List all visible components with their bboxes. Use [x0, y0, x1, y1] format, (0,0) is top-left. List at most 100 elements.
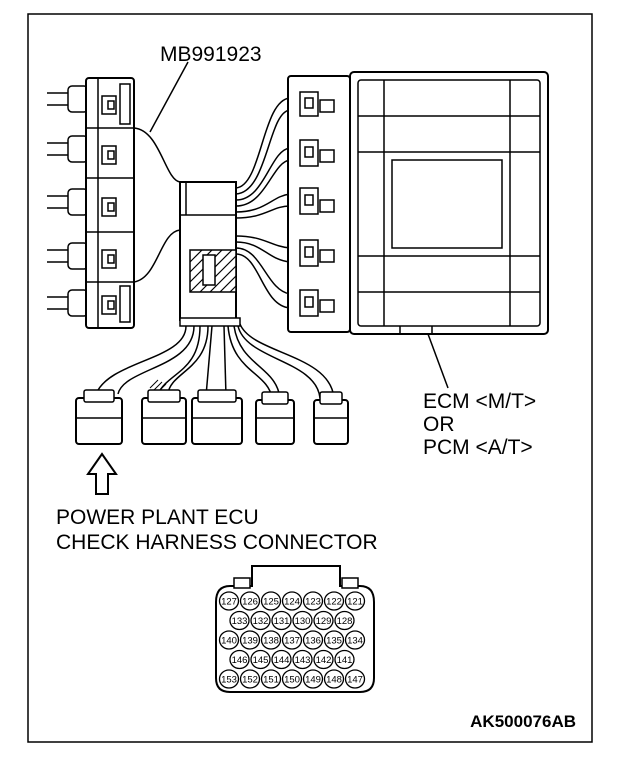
connector-pin: 126 — [239, 591, 261, 611]
connector-pin-circle — [281, 591, 303, 611]
check-connector-5 — [313, 391, 349, 445]
connector-pin: 134 — [344, 630, 366, 650]
connector-pin-number: 130 — [295, 616, 311, 627]
connector-pin-number: 123 — [305, 597, 321, 608]
connector-pin: 125 — [260, 591, 282, 611]
connector-pin: 145 — [250, 649, 271, 670]
connector-pin-circle — [344, 591, 366, 611]
ecm-label-line1: ECM <M/T> — [423, 390, 536, 413]
connector-pin-circle — [218, 669, 240, 689]
connector-pin: 128 — [334, 610, 355, 631]
connector-pin-number: 147 — [347, 675, 363, 686]
connector-pin-number: 134 — [347, 636, 363, 647]
connector-pin: 129 — [313, 610, 334, 631]
connector-pin-number: 122 — [326, 597, 342, 608]
up-arrow-icon — [86, 452, 118, 495]
left-incoming-wires — [47, 92, 70, 310]
check-connector-3 — [191, 389, 243, 445]
check-connector-4 — [255, 391, 295, 445]
connector-pin: 121 — [344, 591, 366, 611]
tool-label: MB991923 — [160, 43, 262, 66]
connector-pin-number: 143 — [295, 655, 311, 666]
connector-pin: 142 — [313, 649, 334, 670]
connector-pin: 136 — [302, 630, 324, 650]
connector-pin-circle — [302, 591, 324, 611]
connector-pin: 153 — [218, 669, 240, 689]
connector-pin-number: 138 — [263, 636, 279, 647]
connector-pin-circle — [239, 669, 261, 689]
tool-leader-line — [149, 61, 189, 133]
check-connector-1 — [75, 389, 123, 445]
connector-pin: 148 — [323, 669, 345, 689]
connector-pin-circle — [271, 610, 292, 631]
connector-pin-circle — [250, 610, 271, 631]
connector-pin: 152 — [239, 669, 261, 689]
connector-pin-circle — [302, 669, 324, 689]
connector-pin-number: 149 — [305, 675, 321, 686]
connector-pin-number: 139 — [242, 636, 258, 647]
connector-pin: 130 — [292, 610, 313, 631]
connector-pin-number: 131 — [274, 616, 290, 627]
connector-pin: 146 — [229, 649, 250, 670]
caption-line1: POWER PLANT ECU — [56, 506, 259, 529]
ecm-leader-line — [427, 333, 449, 389]
diagram-frame — [27, 13, 593, 743]
connector-pin-circle — [344, 630, 366, 650]
harness-trunk — [133, 127, 241, 327]
connector-pin: 124 — [281, 591, 303, 611]
connector-pin: 151 — [260, 669, 282, 689]
connector-pin: 144 — [271, 649, 292, 670]
connector-pin: 139 — [239, 630, 261, 650]
connector-pin-number: 145 — [253, 655, 269, 666]
left-connector-block — [47, 77, 135, 329]
connector-pin: 123 — [302, 591, 324, 611]
connector-pin-circle — [260, 669, 282, 689]
check-connector-2 — [141, 389, 187, 445]
branch-wires — [95, 323, 335, 399]
connector-pin: 140 — [218, 630, 240, 650]
connector-pin-number: 142 — [316, 655, 332, 666]
connector-pin: 150 — [281, 669, 303, 689]
connector-pin-number: 141 — [337, 655, 353, 666]
connector-pin: 147 — [344, 669, 366, 689]
connector-pin-circle — [260, 591, 282, 611]
connector-pin-circle — [218, 630, 240, 650]
ecm-wires — [235, 97, 291, 309]
connector-pin-circle — [229, 610, 250, 631]
connector-pin-number: 144 — [274, 655, 290, 666]
connector-pin-number: 127 — [221, 597, 237, 608]
connector-pin-circle — [271, 649, 292, 670]
caption-line2: CHECK HARNESS CONNECTOR — [56, 531, 378, 554]
connector-pin-circle — [302, 630, 324, 650]
connector-pin-circle — [323, 630, 345, 650]
connector-pin-circle — [292, 649, 313, 670]
hatch-band — [189, 249, 237, 293]
connector-pin-number: 135 — [326, 636, 342, 647]
connector-pin-circle — [218, 591, 240, 611]
connector-pin-number: 146 — [232, 655, 248, 666]
connector-pin-number: 151 — [263, 675, 279, 686]
connector-pin-circle — [229, 649, 250, 670]
connector-pin: 138 — [260, 630, 282, 650]
connector-pin-circle — [334, 649, 355, 670]
connector-pin: 133 — [229, 610, 250, 631]
connector-pin-circle — [292, 610, 313, 631]
connector-pin-circle — [313, 610, 334, 631]
connector-pin-circle — [250, 649, 271, 670]
connector-pin: 122 — [323, 591, 345, 611]
connector-pin-number: 126 — [242, 597, 258, 608]
connector-pin-circle — [281, 669, 303, 689]
connector-pin: 137 — [281, 630, 303, 650]
connector-pin-number: 132 — [253, 616, 269, 627]
connector-pin-circle — [260, 630, 282, 650]
connector-pin-number: 150 — [284, 675, 300, 686]
connector-pin-circle — [281, 630, 303, 650]
connector-pin-number: 128 — [337, 616, 353, 627]
check-connectors — [75, 389, 349, 445]
connector-pin-number: 129 — [316, 616, 332, 627]
left-plug-ends — [67, 85, 89, 317]
connector-pin-circle — [239, 630, 261, 650]
